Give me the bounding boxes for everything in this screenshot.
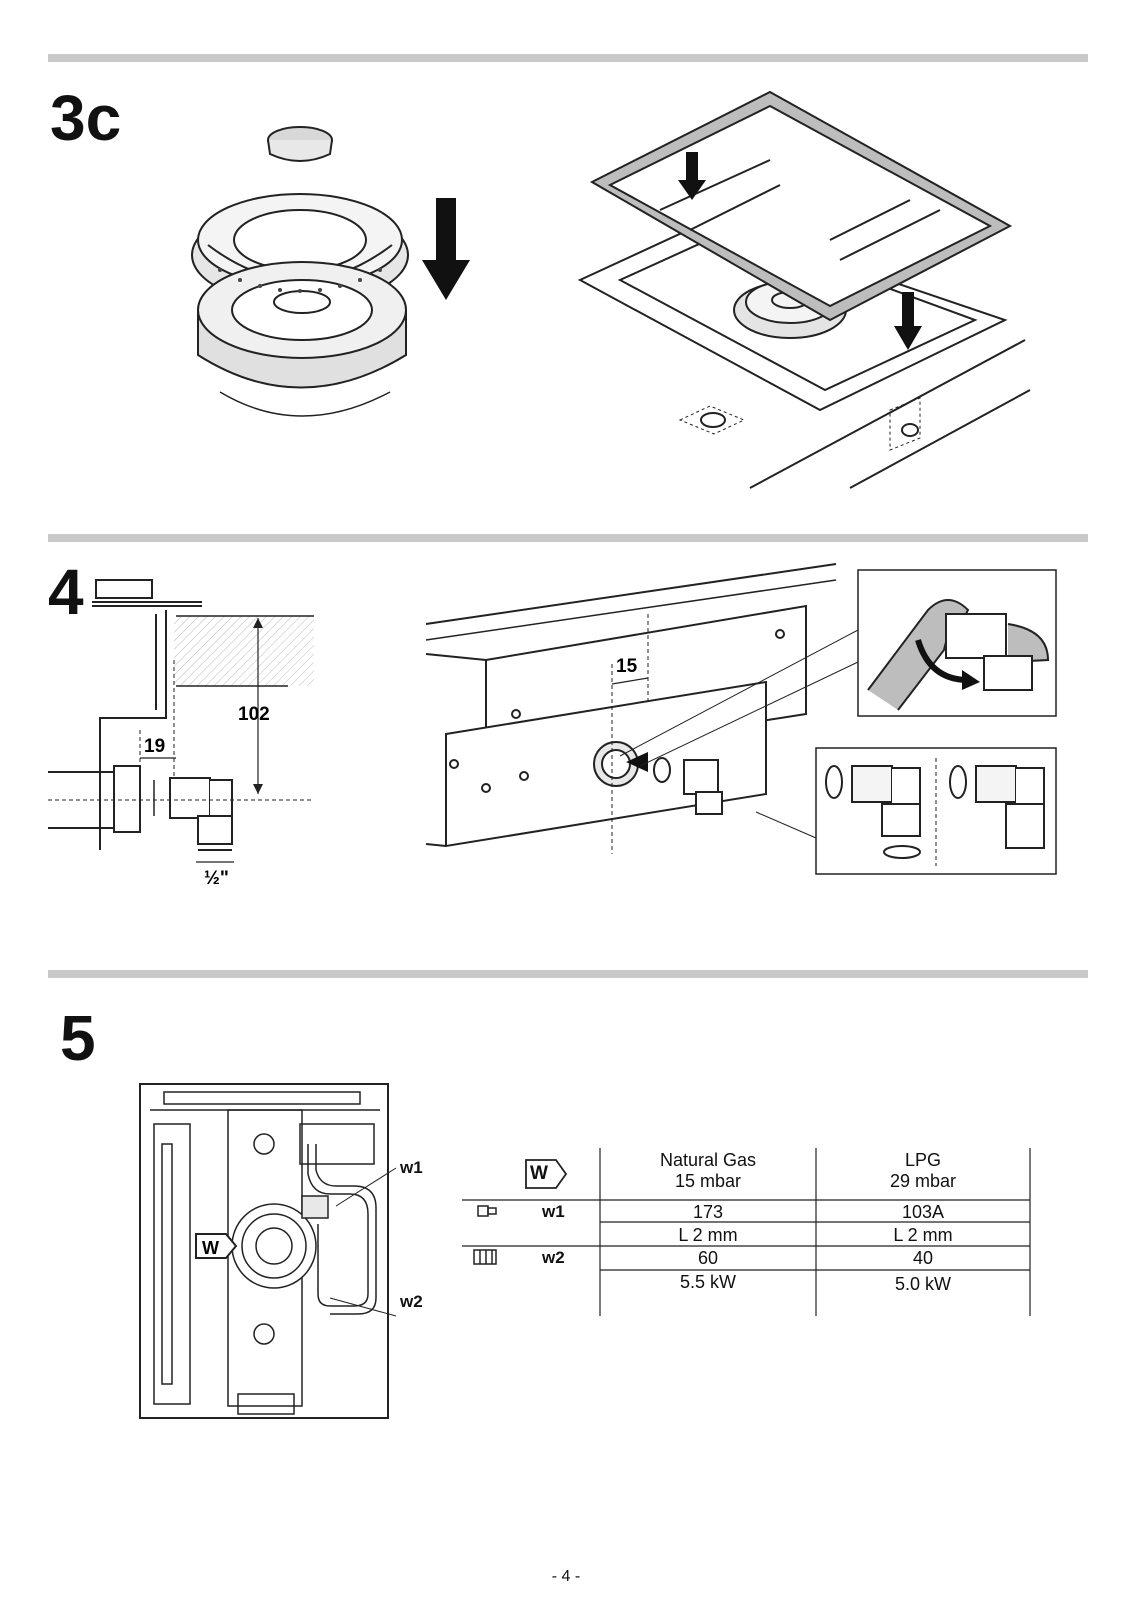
cell-lpg-l2mm: L 2 mm <box>893 1225 953 1245</box>
connection-section-diagram: 102 19 ½" <box>48 579 314 889</box>
header-natural-gas-line1: Natural Gas <box>659 1150 757 1170</box>
pan-support-illustration <box>577 90 1031 489</box>
fittings-detail-inset <box>815 747 1057 875</box>
cell-ng-power: 5.5 kW <box>679 1272 736 1292</box>
header-lpg-line2: 29 mbar <box>889 1171 957 1191</box>
section-divider-bottom <box>48 970 1088 978</box>
cell-lpg-power: 5.0 kW <box>894 1274 951 1294</box>
dimension-19: 19 <box>144 736 165 757</box>
burner-assembly-illustration <box>191 126 470 417</box>
cell-lpg-103a: 103A <box>901 1202 945 1222</box>
cell-ng-l2mm: L 2 mm <box>678 1225 738 1245</box>
hob-top-view-diagram: W <box>139 1083 397 1419</box>
step-4-heading: 4 <box>48 556 84 628</box>
wrench-detail-inset <box>857 569 1057 717</box>
page-number: - 4 - <box>551 1568 581 1585</box>
row-label-w2: w2 <box>542 1248 565 1267</box>
table-w-symbol: W <box>530 1163 548 1184</box>
step-3c-heading: 3c <box>50 82 122 154</box>
step-5-heading: 5 <box>60 1002 96 1074</box>
w-marker-label: W <box>202 1238 219 1258</box>
w2-callout: w2 <box>400 1292 423 1311</box>
dimension-102: 102 <box>238 704 270 725</box>
cell-ng-173: 173 <box>692 1202 724 1222</box>
header-natural-gas-line2: 15 mbar <box>674 1171 742 1191</box>
gas-inlet-perspective-diagram: 15 <box>425 563 837 854</box>
cell-lpg-40: 40 <box>912 1248 934 1268</box>
section-divider-top <box>48 54 1088 62</box>
header-lpg-line1: LPG <box>904 1150 942 1170</box>
header-natural-gas: Natural Gas 15 mbar <box>604 1150 812 1192</box>
dimension-half-inch: ½" <box>204 868 229 889</box>
header-lpg: LPG 29 mbar <box>820 1150 1026 1192</box>
section-divider-middle <box>48 534 1088 542</box>
cell-ng-60: 60 <box>697 1248 719 1268</box>
w1-callout: w1 <box>400 1158 423 1177</box>
row-label-w1: w1 <box>542 1202 565 1221</box>
dimension-15: 15 <box>616 656 638 677</box>
